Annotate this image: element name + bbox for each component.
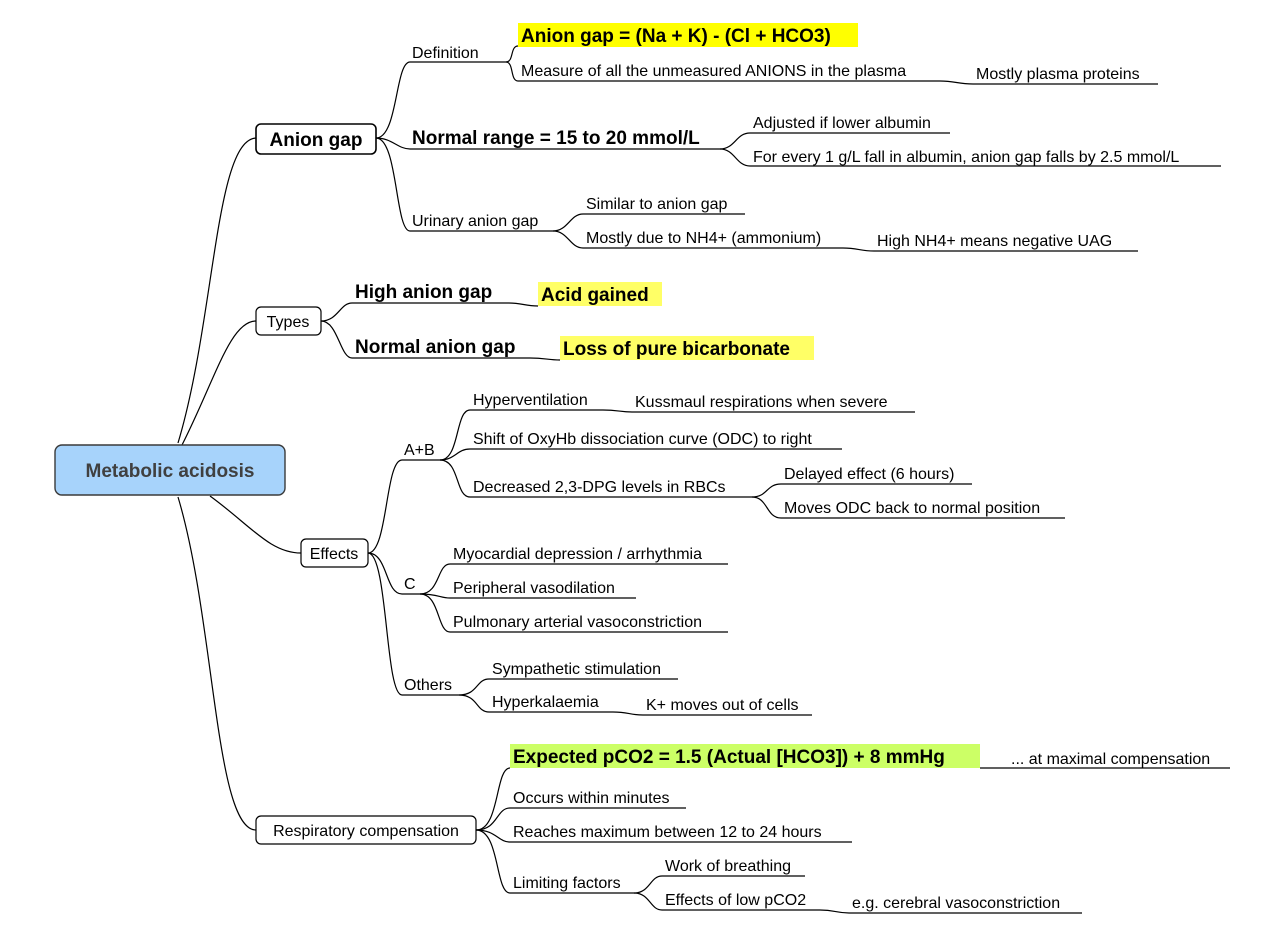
delayed-effect-label: Delayed effect (6 hours) xyxy=(784,466,954,483)
root-node-box xyxy=(54,444,286,496)
vasodilation-label: Peripheral vasodilation xyxy=(453,580,615,597)
expected-pco2-label: Expected pCO2 = 1.5 (Actual [HCO3]) + 8 … xyxy=(513,747,945,768)
low-pco2-label: Effects of low pCO2 xyxy=(665,892,806,909)
normal-anion-gap-label: Normal anion gap xyxy=(355,337,515,358)
expected-pco2-highlight xyxy=(510,744,980,768)
effects-node-box xyxy=(300,538,369,568)
connectors xyxy=(177,45,1008,914)
anion-gap-node-label: Anion gap xyxy=(270,130,363,151)
unmeasured-anions-label: Measure of all the unmeasured ANIONS in … xyxy=(521,63,906,80)
k-out-of-cells-label: K+ moves out of cells xyxy=(646,697,799,714)
respiratory-node-label: Respiratory compensation xyxy=(273,823,459,840)
cerebral-label: e.g. cerebral vasoconstriction xyxy=(852,895,1060,912)
albumin-rule-label: For every 1 g/L fall in albumin, anion g… xyxy=(753,149,1179,166)
kussmaul-label: Kussmaul respirations when severe xyxy=(635,394,888,411)
anion-gap-node-box xyxy=(255,123,377,155)
maximal-compensation-label: ... at maximal compensation xyxy=(1011,751,1210,768)
negative-uag-label: High NH4+ means negative UAG xyxy=(877,233,1112,250)
definition-label: Definition xyxy=(412,45,479,62)
acid-gained-label: Acid gained xyxy=(541,285,649,306)
formula-highlight xyxy=(518,23,858,47)
ab-label: A+B xyxy=(404,442,435,459)
pulmonary-label: Pulmonary arterial vasoconstriction xyxy=(453,614,702,631)
acid-gained-highlight xyxy=(538,282,662,306)
odc-shift-label: Shift of OxyHb dissociation curve (ODC) … xyxy=(473,431,812,448)
high-anion-gap-label: High anion gap xyxy=(355,282,492,303)
anion-gap-formula: Anion gap = (Na + K) - (Cl + HCO3) xyxy=(521,26,831,47)
normal-range-label: Normal range = 15 to 20 mmol/L xyxy=(412,128,700,149)
dpg-label: Decreased 2,3-DPG levels in RBCs xyxy=(473,479,726,496)
limiting-factors-label: Limiting factors xyxy=(513,875,621,892)
respiratory-node-box xyxy=(255,815,477,845)
highlights xyxy=(510,23,980,768)
maximum-hours-label: Reaches maximum between 12 to 24 hours xyxy=(513,824,822,841)
sympathetic-label: Sympathetic stimulation xyxy=(492,661,661,678)
others-label: Others xyxy=(404,677,452,694)
myocardial-label: Myocardial depression / arrhythmia xyxy=(453,546,702,563)
similar-label: Similar to anion gap xyxy=(586,196,728,213)
urinary-anion-gap-label: Urinary anion gap xyxy=(412,213,538,230)
underlines xyxy=(352,61,1230,914)
hyperkalaemia-label: Hyperkalaemia xyxy=(492,694,599,711)
root-node-label: Metabolic acidosis xyxy=(86,461,255,482)
loss-bicarbonate-label: Loss of pure bicarbonate xyxy=(563,339,790,360)
types-node-box xyxy=(255,306,322,336)
hyperventilation-label: Hyperventilation xyxy=(473,392,588,409)
effects-node-label: Effects xyxy=(310,546,359,563)
c-label: C xyxy=(404,576,416,593)
moves-odc-label: Moves ODC back to normal position xyxy=(784,500,1040,517)
adjusted-albumin-label: Adjusted if lower albumin xyxy=(753,115,931,132)
types-node-label: Types xyxy=(267,314,310,331)
bicarbonate-highlight xyxy=(560,336,814,360)
within-minutes-label: Occurs within minutes xyxy=(513,790,670,807)
ammonium-label: Mostly due to NH4+ (ammonium) xyxy=(586,230,821,247)
work-of-breathing-label: Work of breathing xyxy=(665,858,791,875)
plasma-proteins-label: Mostly plasma proteins xyxy=(976,66,1140,83)
